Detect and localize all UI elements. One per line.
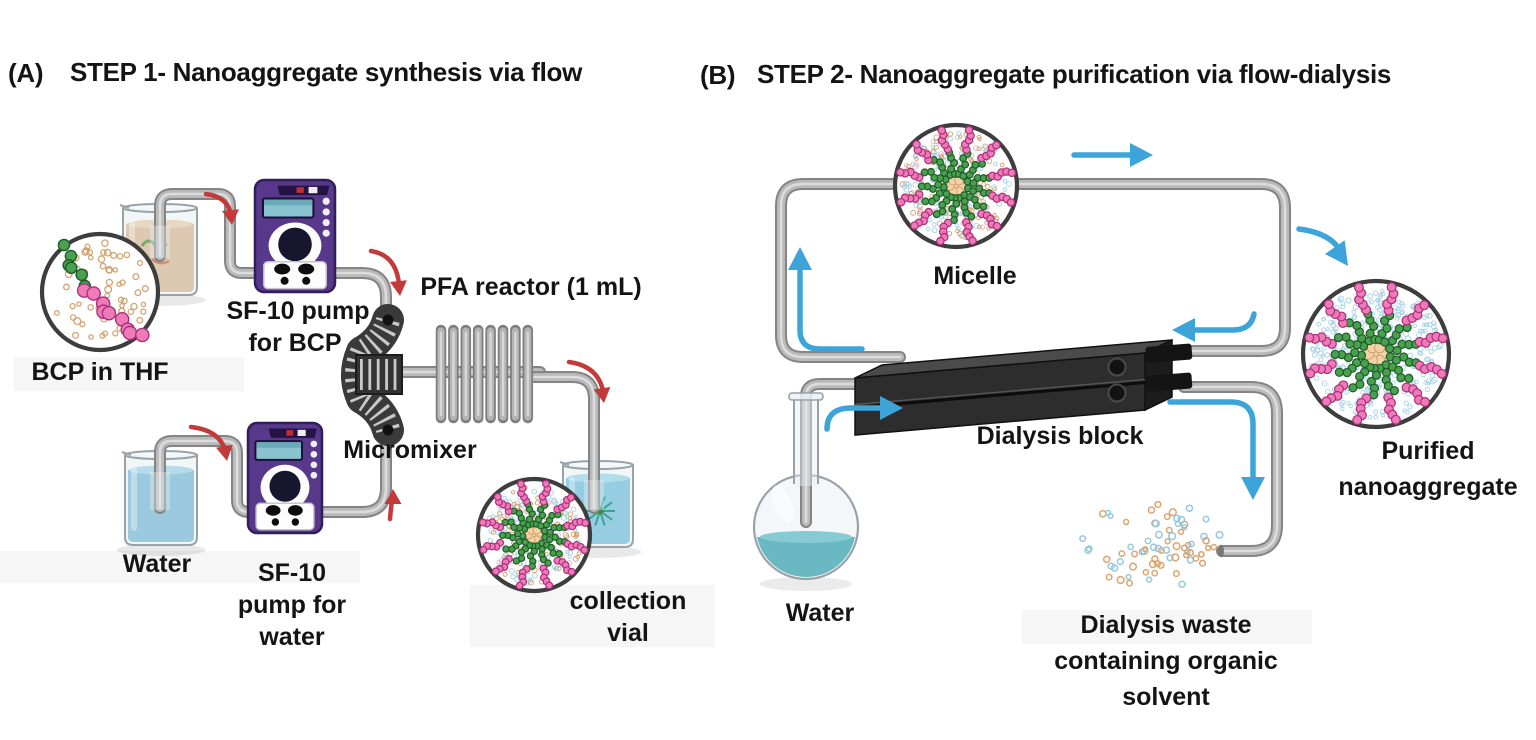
label-pump-bcp-1: SF-10 pump [226,297,370,325]
label-waste-1: Dialysis waste [1080,611,1252,639]
dialysis-block [854,338,1193,436]
label-pump-water-3: water [259,623,325,651]
tubing-layer [154,178,1291,558]
panel-a-tag: (A) [8,58,44,88]
label-pump-water-2: pump for [237,591,347,619]
panel-b-tag: (B) [700,60,736,90]
pump-panels-layer [255,261,327,531]
waste-spray [1079,500,1224,589]
glass-overlays [150,226,824,510]
label-pfa-reactor: PFA reactor (1 mL) [420,273,642,301]
bcp-magnifier-circle [39,231,161,353]
collection-micelle-circle [475,476,593,594]
sf10-pump-bcp-panel [263,261,327,290]
pfa-coil-reactor [435,324,534,424]
label-purified-2: nanoaggregate [1338,473,1518,501]
label-waste-3: solvent [1122,683,1210,711]
label-water-a: Water [122,550,192,578]
label-bcp-in-thf: BCP in THF [31,358,169,386]
label-collection-2: vial [607,619,649,647]
label-dialysis-block: Dialysis block [976,422,1144,450]
sf10-pump-water-panel [255,502,315,531]
panel-a-title: STEP 1- Nanoaggregate synthesis via flow [70,57,583,87]
magnifier-circles [39,122,1452,594]
label-pump-bcp-2: for BCP [248,329,342,357]
label-purified-1: Purified [1381,437,1475,465]
label-water-b: Water [785,599,855,627]
purified-nanoaggregate-circle [1300,278,1452,430]
label-micelle: Micelle [933,262,1017,290]
label-waste-2: containing organic [1054,647,1278,675]
micelle-circle [892,122,1020,250]
label-collection-1: collection [569,587,687,615]
label-pump-water-1: SF-10 [257,559,327,587]
panel-b-title: STEP 2- Nanoaggregate purification via f… [757,59,1392,89]
label-micromixer: Micromixer [343,436,477,464]
flow-arrows [188,143,1348,522]
micromixer [341,304,404,446]
